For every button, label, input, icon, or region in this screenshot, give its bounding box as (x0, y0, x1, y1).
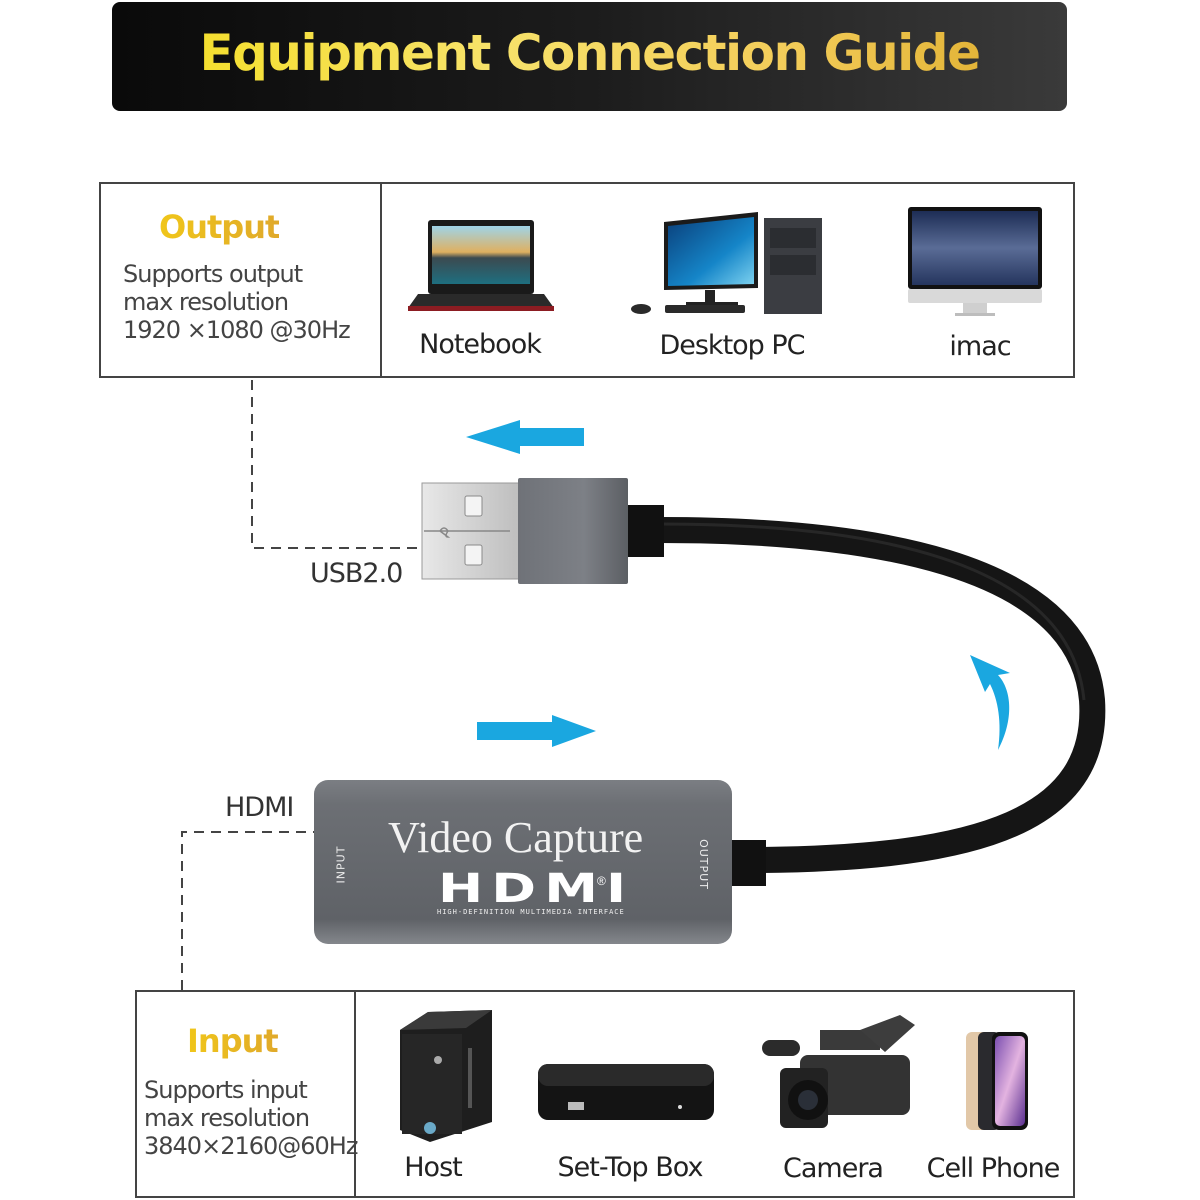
input-port-label: INPUT (334, 845, 348, 884)
hdmi-logo: HDMI (438, 866, 635, 912)
device-label-desktop-pc: Desktop PC (659, 330, 805, 361)
input-description: Supports input max resolution 3840×2160@… (144, 1076, 358, 1160)
usb-guide-line (251, 380, 420, 549)
usb-label: USB2.0 (310, 558, 403, 589)
output-port-label: OUTPUT (696, 839, 710, 890)
pc-tower-icon (400, 1010, 492, 1142)
arrow-left-icon (466, 420, 584, 454)
smartphone-icon (966, 1032, 1028, 1130)
usb-plug (421, 478, 664, 584)
arrow-curved-up-icon (970, 655, 1010, 750)
device-label-camera: Camera (783, 1153, 884, 1184)
device-label-notebook: Notebook (419, 329, 542, 360)
page-title: Equipment Connection Guide (112, 24, 1067, 82)
device-title: Video Capture (388, 813, 644, 862)
title-banner: Equipment Connection Guide (112, 2, 1067, 111)
output-title: Output (159, 208, 280, 246)
imac-icon (908, 207, 1042, 316)
device-label-imac: imac (949, 331, 1011, 362)
capture-device (314, 780, 766, 944)
input-divider (354, 992, 356, 1196)
device-label-set-top-box: Set-Top Box (557, 1152, 704, 1183)
output-divider (380, 184, 382, 376)
video-camera-icon (762, 1015, 915, 1128)
hdmi-registered-mark: ® (597, 874, 606, 888)
input-title: Input (187, 1022, 279, 1060)
cable (647, 517, 1106, 873)
hdmi-label: HDMI (225, 792, 294, 823)
device-label-cell-phone: Cell Phone (926, 1153, 1061, 1184)
desktop-pc-icon (631, 212, 822, 314)
device-label-host: Host (404, 1152, 462, 1183)
set-top-box-icon (538, 1064, 714, 1120)
arrow-right-icon (477, 715, 596, 747)
laptop-icon (408, 220, 554, 311)
hdmi-subtitle: HIGH-DEFINITION MULTIMEDIA INTERFACE (437, 908, 625, 916)
hdmi-guide-line (181, 831, 316, 990)
output-description: Supports output max resolution 1920 ×108… (123, 260, 351, 344)
